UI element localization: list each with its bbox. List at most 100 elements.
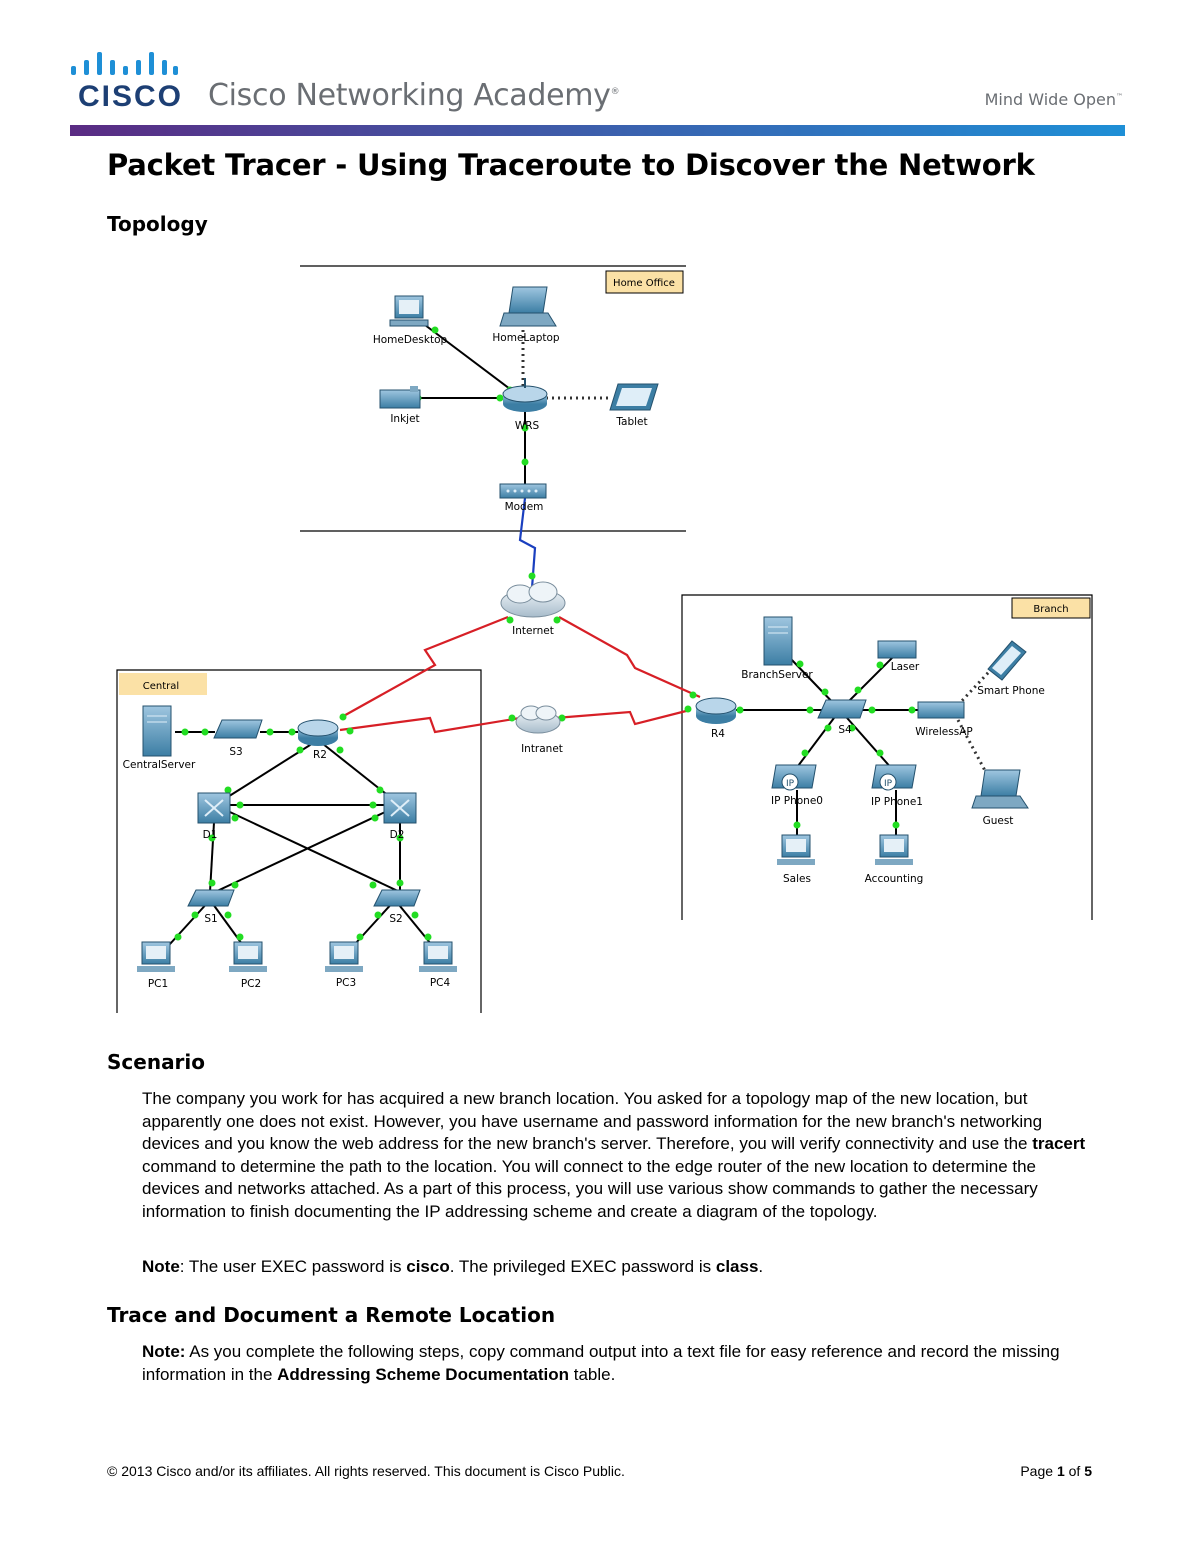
branch-server-label: BranchServer bbox=[741, 669, 813, 681]
branch-server-icon bbox=[763, 616, 793, 666]
page-header: CISCO Cisco Networking Academy® Mind Wid… bbox=[70, 44, 1125, 139]
s2-label: S2 bbox=[389, 913, 402, 925]
dsl-link bbox=[518, 497, 537, 589]
page-number-footer: Page 1 of 5 bbox=[1020, 1463, 1092, 1479]
laser-printer-icon bbox=[877, 640, 917, 659]
branch-frame bbox=[681, 594, 1093, 920]
intranet-cloud-icon bbox=[515, 705, 561, 734]
s3-switch-icon bbox=[213, 719, 263, 739]
d1-multilayer-switch-icon bbox=[197, 792, 231, 824]
accounting-label: Accounting bbox=[865, 873, 924, 885]
smart-phone-label: Smart Phone bbox=[977, 685, 1045, 697]
internet-cloud-icon bbox=[500, 581, 566, 618]
home-office-frame bbox=[300, 265, 686, 532]
central-label: Central bbox=[119, 673, 207, 695]
modem-label: Modem bbox=[505, 501, 544, 513]
pc3-icon bbox=[325, 941, 363, 972]
ip-phone1-badge: IP bbox=[884, 779, 893, 789]
central-label-text: Central bbox=[143, 681, 179, 692]
tracert-command: tracert bbox=[1032, 1134, 1086, 1153]
topology-heading: Topology bbox=[107, 212, 208, 236]
s2-switch-icon bbox=[373, 889, 421, 907]
page-title: Packet Tracer - Using Traceroute to Disc… bbox=[107, 148, 1035, 182]
topology-diagram: Home Office Branch Central bbox=[116, 265, 1093, 1013]
home-office-label: Home Office bbox=[605, 270, 684, 294]
trademark-mark: ™ bbox=[1116, 92, 1123, 101]
serial-links bbox=[339, 615, 701, 734]
home-laptop-icon bbox=[499, 286, 557, 327]
d2-multilayer-switch-icon bbox=[383, 792, 417, 824]
ip-phone0-label: IP Phone0 bbox=[771, 795, 823, 807]
pc1-label: PC1 bbox=[148, 978, 168, 990]
page-number: 1 bbox=[1056, 1463, 1065, 1479]
wireless-ap-icon bbox=[917, 701, 965, 719]
central-server-icon bbox=[142, 705, 172, 757]
pc-icons-central bbox=[137, 941, 457, 972]
trace-text-b: table. bbox=[569, 1364, 616, 1384]
scenario-paragraph: The company you work for has acquired a … bbox=[142, 1088, 1097, 1223]
ethernet-links bbox=[159, 324, 940, 956]
wireless-links bbox=[521, 330, 1002, 781]
sales-pc-icon bbox=[777, 834, 815, 865]
of-word: of bbox=[1068, 1463, 1081, 1479]
ip-phone1-icon: IP bbox=[871, 764, 917, 791]
central-frame bbox=[116, 669, 482, 1013]
r4-label: R4 bbox=[711, 728, 725, 740]
note-text-b: . The privileged EXEC password is bbox=[449, 1257, 716, 1276]
guest-laptop-icon bbox=[971, 769, 1029, 809]
scenario-text-b: command to determine the path to the loc… bbox=[142, 1156, 1038, 1221]
header-rule bbox=[70, 125, 1125, 136]
pc1-icon bbox=[137, 941, 175, 972]
tablet-icon bbox=[609, 383, 659, 411]
cisco-wordmark: CISCO bbox=[78, 80, 184, 113]
page-word: Page bbox=[1020, 1463, 1054, 1479]
wireless-ap-label: WirelessAP bbox=[915, 726, 972, 738]
pc4-label: PC4 bbox=[430, 977, 451, 989]
accounting-pc-icon bbox=[875, 834, 913, 865]
privileged-password: class bbox=[715, 1257, 759, 1276]
trace-note: Note: As you complete the following step… bbox=[142, 1341, 1097, 1386]
scenario-text-a: The company you work for has acquired a … bbox=[142, 1089, 1043, 1153]
inkjet-icon bbox=[379, 386, 421, 409]
scenario-heading: Scenario bbox=[107, 1050, 206, 1074]
page-total: 5 bbox=[1084, 1463, 1092, 1479]
branch-label-text: Branch bbox=[1033, 604, 1068, 615]
home-office-label-text: Home Office bbox=[613, 278, 675, 289]
pc3-label: PC3 bbox=[336, 977, 356, 989]
academy-name: Cisco Networking Academy® bbox=[208, 78, 620, 113]
d2-label: D2 bbox=[390, 829, 405, 841]
wrs-router-icon bbox=[502, 378, 548, 412]
s1-switch-icon bbox=[187, 889, 235, 907]
r4-router-icon bbox=[695, 697, 737, 724]
tagline-text: Mind Wide Open bbox=[984, 90, 1116, 109]
r2-router-icon bbox=[297, 719, 339, 746]
trace-heading: Trace and Document a Remote Location bbox=[107, 1303, 556, 1327]
note-text-c: . bbox=[758, 1257, 764, 1276]
laser-label: Laser bbox=[891, 661, 920, 673]
scenario-note: Note: The user EXEC password is cisco. T… bbox=[142, 1256, 1097, 1279]
registered-mark: ® bbox=[610, 87, 620, 97]
internet-label: Internet bbox=[512, 625, 554, 637]
s4-label: S4 bbox=[838, 724, 852, 736]
trace-text-a: As you complete the following steps, cop… bbox=[142, 1342, 1060, 1384]
wrs-label: WRS bbox=[515, 420, 540, 432]
inkjet-label: Inkjet bbox=[390, 413, 419, 425]
pc2-icon bbox=[229, 941, 267, 972]
addressing-table-name: Addressing Scheme Documentation bbox=[277, 1364, 570, 1384]
d1-label: D1 bbox=[203, 829, 218, 841]
s4-switch-icon bbox=[817, 699, 867, 719]
academy-text: Cisco Networking Academy bbox=[208, 78, 611, 113]
intranet-label: Intranet bbox=[521, 743, 563, 755]
tablet-label: Tablet bbox=[615, 416, 647, 428]
note-label: Note bbox=[142, 1257, 180, 1276]
ip-phone1-label: IP Phone1 bbox=[871, 796, 923, 808]
s1-label: S1 bbox=[204, 913, 217, 925]
ip-phone0-badge: IP bbox=[786, 779, 795, 789]
smart-phone-icon bbox=[987, 640, 1027, 681]
home-desktop-label: HomeDesktop bbox=[373, 334, 448, 346]
note-text-a: : The user EXEC password is bbox=[179, 1257, 407, 1276]
user-password: cisco bbox=[406, 1257, 450, 1276]
ip-phone0-icon: IP bbox=[771, 764, 817, 791]
copyright-footer: © 2013 Cisco and/or its affiliates. All … bbox=[107, 1463, 625, 1479]
guest-label: Guest bbox=[983, 815, 1014, 827]
